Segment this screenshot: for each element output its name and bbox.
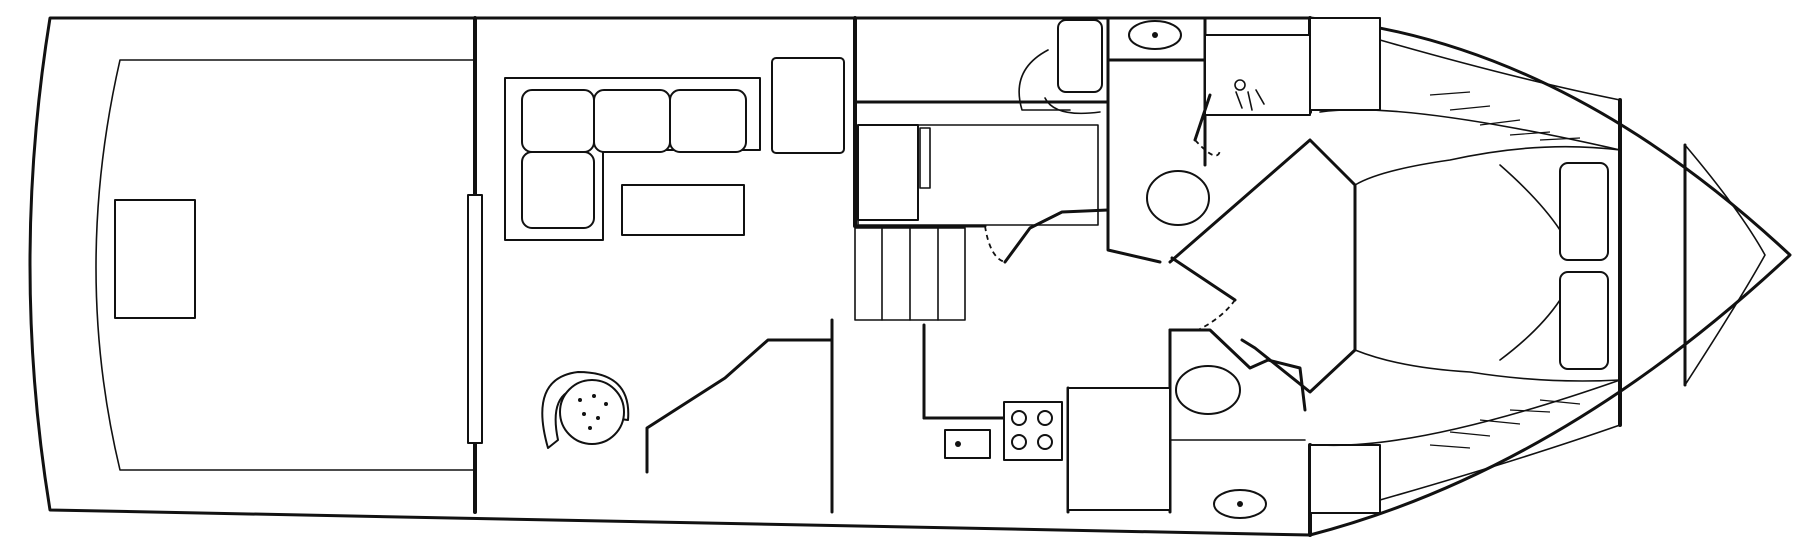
hull: [28, 16, 1792, 537]
armchair-seat: [559, 379, 625, 445]
sofa-cushion: [521, 151, 595, 229]
armchair: [541, 371, 630, 449]
forward-pillow: [1559, 271, 1609, 370]
head-toilet: [1146, 170, 1210, 226]
guest-hanging-locker: [919, 127, 931, 189]
head-starboard: [1106, 16, 1311, 264]
guest-door-swing: [984, 225, 1006, 263]
head-port-toilet: [1175, 365, 1241, 415]
guest-stateroom: [857, 19, 1110, 264]
bow-peak: [1684, 144, 1766, 386]
aft-deck-hatch: [114, 199, 196, 319]
coffee-table: [621, 184, 745, 236]
shower-head-icon: [1235, 89, 1265, 111]
aft-deck-inner-curve: [95, 59, 476, 471]
shower-enclosure: [1204, 34, 1311, 116]
galley: [944, 387, 1171, 511]
forward-locker: [1309, 17, 1381, 111]
galley-sink: [944, 429, 991, 459]
head-port-locker: [1309, 444, 1381, 514]
guest-cabinet: [857, 124, 919, 221]
guest-pillow: [1057, 19, 1103, 93]
forward-pillow: [1559, 162, 1609, 261]
guest-chair: [1018, 49, 1071, 111]
forward-stateroom: [1309, 17, 1621, 501]
sofa-cushion: [593, 89, 671, 153]
hull-outline: [28, 16, 1792, 537]
salon-cabinet: [771, 57, 845, 154]
guest-door-wall: [1003, 208, 1110, 264]
salon-step: [645, 338, 834, 474]
sofa-cushion: [669, 89, 747, 153]
salon-sliding-door: [467, 194, 483, 444]
vberth-outline: [1354, 145, 1621, 382]
galley-counter: [1067, 387, 1171, 511]
salon-sofa: [504, 77, 761, 241]
companionway-stairs: [854, 227, 966, 321]
head-port: [1168, 328, 1381, 519]
galley-stove: [1003, 401, 1063, 461]
sofa-cushion: [521, 89, 595, 153]
